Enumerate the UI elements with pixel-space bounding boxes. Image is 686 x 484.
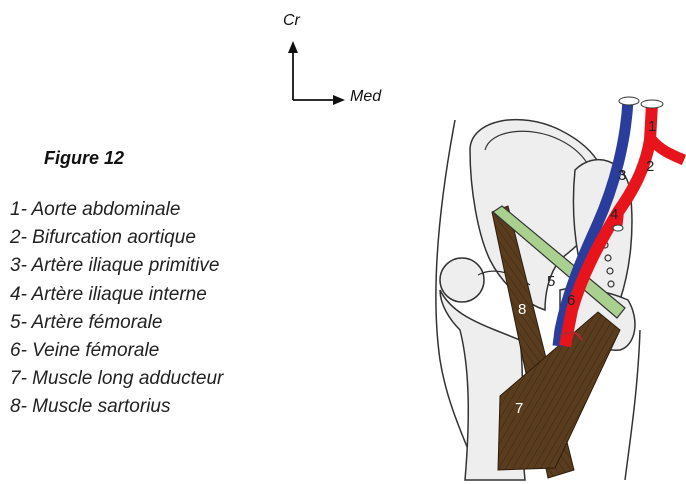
- cranial-label: Cr: [283, 12, 300, 30]
- label-1: 1: [648, 118, 656, 135]
- legend-item: 7- Muscle long adducteur: [10, 365, 223, 393]
- legend-item: 2- Bifurcation aortique: [10, 224, 223, 252]
- vein-cut-end: [619, 97, 639, 105]
- legend-item: 1- Aorte abdominale: [10, 196, 223, 224]
- legend-item: 8- Muscle sartorius: [10, 393, 223, 421]
- label-4: 4: [610, 206, 618, 223]
- aorta-cut-end: [641, 100, 663, 108]
- femoral-head: [440, 258, 484, 302]
- label-5: 5: [547, 273, 555, 290]
- label-7: 7: [515, 400, 523, 417]
- legend-list: 1- Aorte abdominale 2- Bifurcation aorti…: [10, 196, 223, 422]
- right-common-iliac-artery: [652, 140, 684, 160]
- legend-item: 6- Veine fémorale: [10, 337, 223, 365]
- label-8: 8: [518, 301, 526, 318]
- medial-label: Med: [350, 88, 381, 106]
- anatomy-illustration: 1 2 3 4 5 6 7 8: [396, 96, 686, 484]
- label-6: 6: [567, 292, 575, 309]
- figure-title: Figure 12: [44, 148, 124, 169]
- legend-item: 5- Artère fémorale: [10, 309, 223, 337]
- legend-item: 4- Artère iliaque interne: [10, 281, 223, 309]
- cranial-arrowhead-icon: [288, 41, 298, 53]
- label-2: 2: [646, 158, 654, 175]
- body-outline-medial: [625, 330, 640, 480]
- legend-item: 3- Artère iliaque primitive: [10, 252, 223, 280]
- label-3: 3: [618, 167, 626, 184]
- medial-arrowhead-icon: [333, 95, 345, 105]
- internal-iliac-cut-end: [613, 225, 623, 231]
